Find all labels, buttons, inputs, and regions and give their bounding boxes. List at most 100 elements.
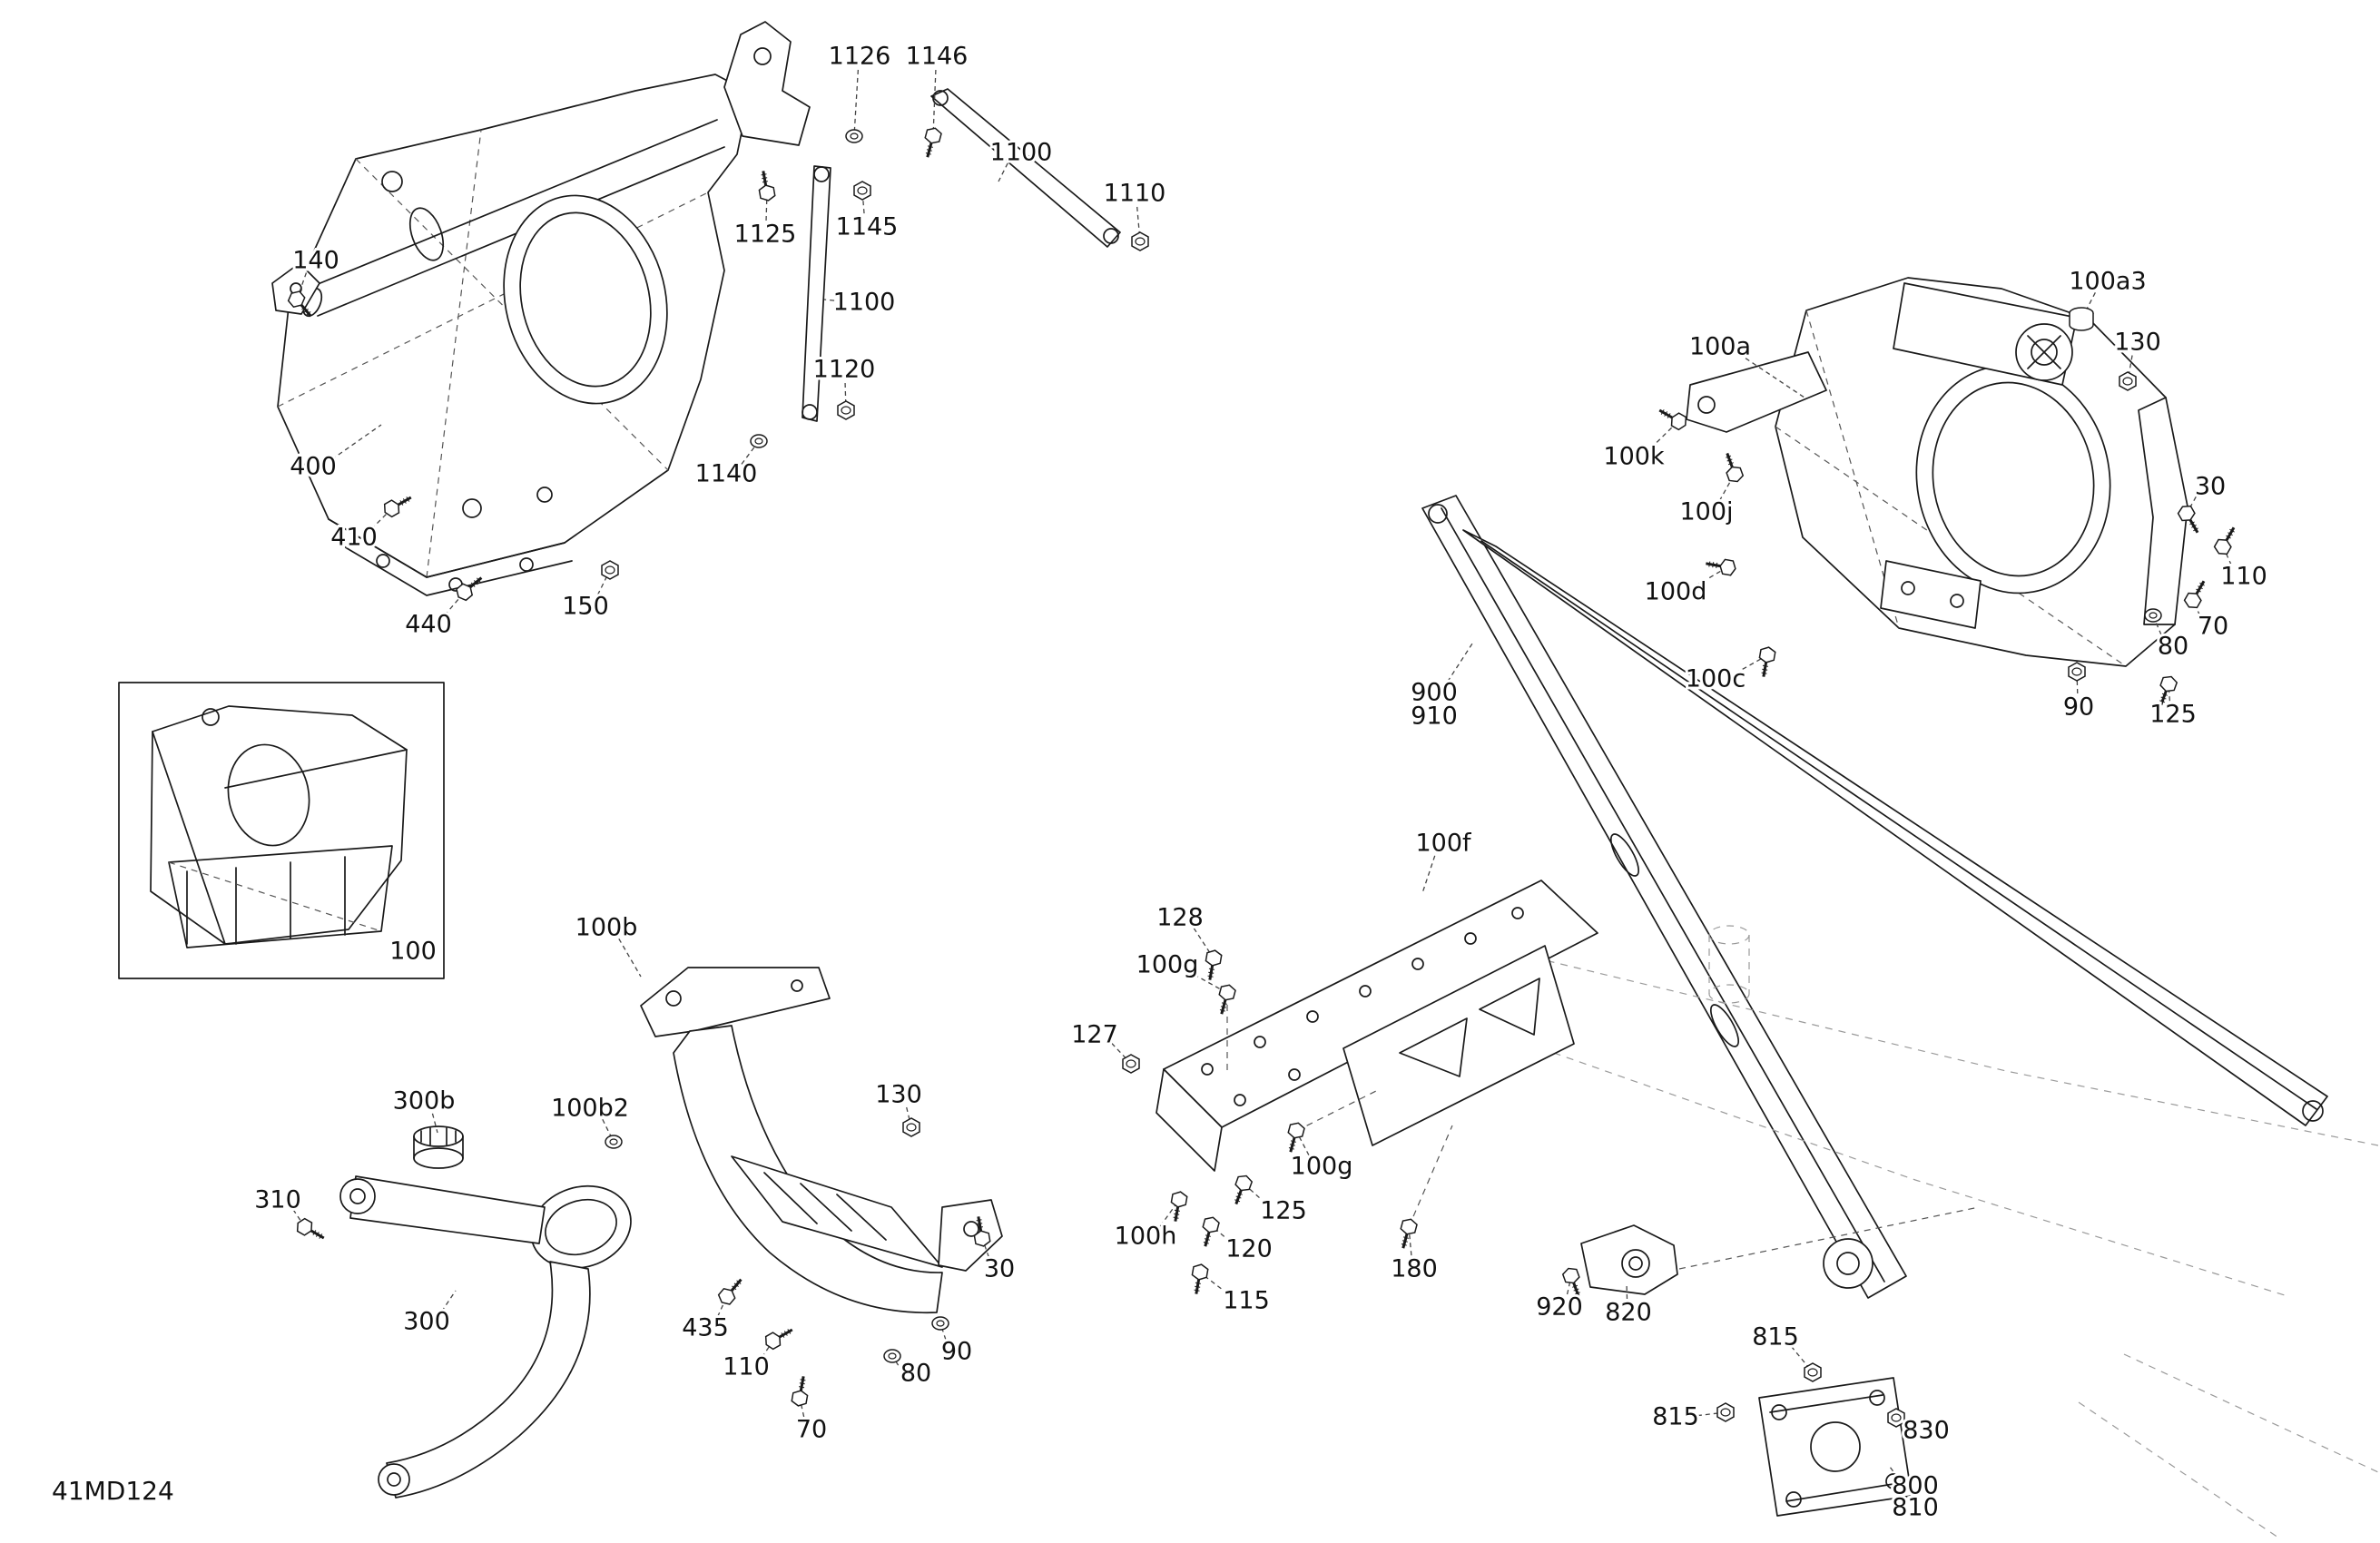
- washer-icon: [2144, 608, 2162, 623]
- bolt-icon: [2181, 575, 2212, 613]
- part-callout-1110: 1110: [1104, 180, 1166, 208]
- upper-frame-assembly: [271, 21, 811, 596]
- bolt-icon: [1196, 1214, 1222, 1250]
- part-callout-115: 115: [1223, 1287, 1270, 1315]
- footrest-panel: [1156, 880, 1598, 1228]
- part-callout-80: 80: [900, 1360, 931, 1388]
- nut-icon: [837, 400, 855, 420]
- part-callout-110: 110: [723, 1353, 770, 1381]
- leader-line: [1738, 353, 1805, 398]
- bolt-icon: [1282, 1119, 1307, 1155]
- leader-line: [853, 69, 860, 137]
- part-callout-100b2: 100b2: [551, 1095, 629, 1123]
- part-callout-180: 180: [1391, 1255, 1438, 1283]
- bolt-icon: [1394, 1215, 1420, 1252]
- part-callout-30: 30: [2195, 473, 2226, 501]
- leader-line: [1447, 640, 1475, 683]
- part-callout-100k: 100k: [1603, 443, 1665, 471]
- part-callout-30: 30: [984, 1255, 1015, 1283]
- nut-icon: [2068, 662, 2086, 682]
- bolt-icon: [1227, 1172, 1255, 1208]
- leader-line: [932, 69, 937, 137]
- washer-icon: [750, 434, 768, 448]
- frame-inset: [118, 682, 445, 979]
- part-callout-1140: 1140: [695, 460, 758, 488]
- leader-line: [431, 1113, 438, 1134]
- part-callout-90: 90: [941, 1338, 972, 1366]
- bolt-icon: [1755, 644, 1777, 680]
- washer-icon: [605, 1135, 623, 1149]
- part-callout-435: 435: [682, 1314, 729, 1342]
- part-callout-910: 910: [1411, 703, 1458, 731]
- part-callout-120: 120: [1225, 1235, 1273, 1263]
- part-callout-70: 70: [2198, 613, 2228, 641]
- part-callout-100g: 100g: [1136, 951, 1199, 979]
- bolt-icon: [452, 570, 488, 604]
- nut-icon: [601, 560, 619, 580]
- leader-line: [331, 424, 382, 460]
- part-callout-900: 900: [1411, 679, 1458, 707]
- part-callout-800: 800: [1892, 1472, 1939, 1500]
- leader-line: [1735, 654, 1768, 674]
- washer-icon: [845, 129, 863, 143]
- part-callout-820: 820: [1605, 1299, 1652, 1327]
- part-callout-125: 125: [2149, 701, 2197, 729]
- leader-line: [1889, 1466, 1899, 1479]
- leader-line: [1566, 1275, 1572, 1295]
- part-callout-90: 90: [2063, 693, 2094, 722]
- part-callout-1125: 1125: [734, 221, 797, 249]
- part-callout-400: 400: [290, 453, 337, 481]
- leader-line: [799, 1397, 805, 1418]
- part-callout-1145: 1145: [836, 213, 899, 241]
- part-callout-440: 440: [405, 611, 452, 639]
- bolt-icon: [1187, 1262, 1210, 1297]
- part-callout-920: 920: [1536, 1293, 1583, 1322]
- part-callout-140: 140: [292, 247, 339, 275]
- part-callout-100d: 100d: [1645, 578, 1707, 606]
- nut-icon: [1131, 231, 1149, 251]
- leader-line: [618, 938, 642, 978]
- leader-line: [1650, 420, 1679, 449]
- tunnel-rails: [1421, 495, 2379, 1538]
- part-callout-70: 70: [796, 1416, 827, 1444]
- part-callout-100a3: 100a3: [2069, 268, 2146, 296]
- part-callout-1146: 1146: [906, 43, 969, 71]
- part-callout-100a: 100a: [1689, 333, 1751, 361]
- bolt-icon: [1654, 402, 1691, 433]
- part-callout-130: 130: [2114, 329, 2161, 357]
- leader-line: [440, 1290, 457, 1312]
- part-callout-300b: 300b: [393, 1087, 456, 1115]
- part-callout-1126: 1126: [829, 43, 891, 71]
- part-callout-125: 125: [1260, 1197, 1307, 1225]
- bolt-icon: [1166, 1189, 1189, 1224]
- part-callout-310: 310: [254, 1186, 301, 1214]
- part-callout-128: 128: [1156, 904, 1204, 932]
- bolt-icon: [761, 1322, 798, 1352]
- part-callout-410: 410: [330, 524, 378, 552]
- bolt-icon: [2211, 522, 2242, 559]
- rear-frame-member: [640, 967, 1003, 1314]
- bolt-icon: [919, 124, 944, 161]
- nut-icon: [853, 181, 871, 201]
- plug-icon: [2069, 307, 2094, 331]
- bolt-icon: [1201, 948, 1224, 983]
- part-callout-100j: 100j: [1679, 498, 1733, 526]
- part-callout-815: 815: [1752, 1323, 1799, 1351]
- part-callout-150: 150: [562, 593, 609, 621]
- drawing-number: 41MD124: [52, 1476, 174, 1506]
- part-callout-127: 127: [1071, 1021, 1118, 1049]
- nut-icon: [1804, 1362, 1822, 1382]
- part-callout-100h: 100h: [1115, 1223, 1177, 1251]
- part-callout-1120: 1120: [813, 356, 876, 384]
- nut-icon: [1716, 1402, 1735, 1422]
- part-callout-1100: 1100: [833, 289, 896, 317]
- bolt-icon: [790, 1373, 812, 1409]
- bolt-icon: [1718, 449, 1746, 486]
- rear-bumper-plate: [1758, 1377, 1913, 1517]
- part-callout-100c: 100c: [1686, 665, 1746, 693]
- leader-line: [939, 1322, 947, 1341]
- part-callout-300: 300: [403, 1308, 450, 1336]
- leader-line: [998, 162, 1008, 182]
